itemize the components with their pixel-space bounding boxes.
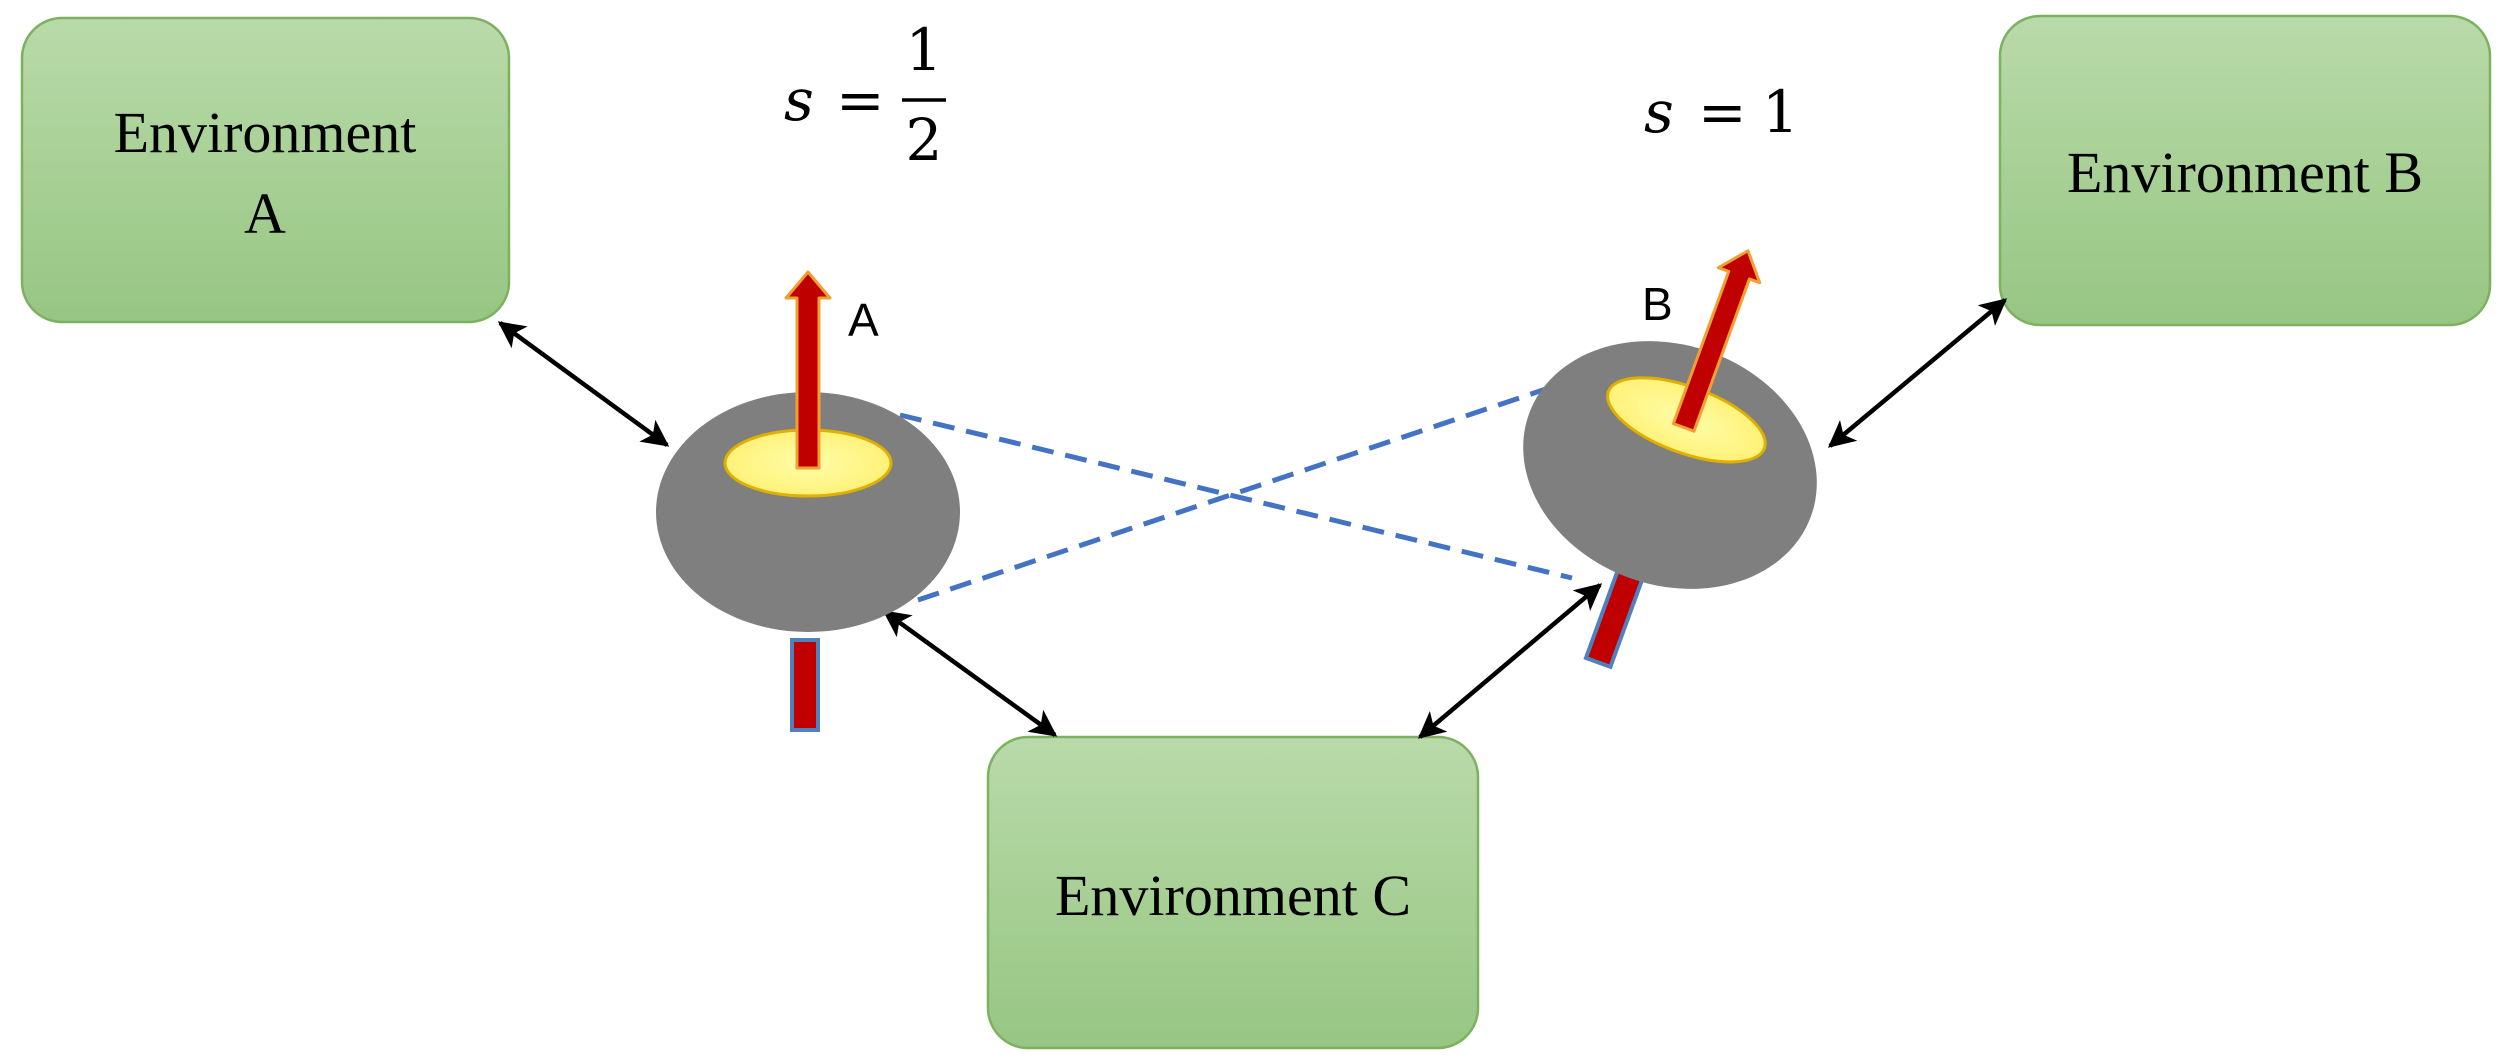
eq-right-var: s	[1644, 78, 1674, 146]
spin-b-arrow	[1671, 249, 1762, 433]
spin-a-arrow	[784, 270, 832, 470]
arrow-env-a-spin-a	[497, 321, 670, 447]
spin-equation-left: s = 1 2	[784, 16, 946, 174]
environment-a-box: Environment A	[20, 16, 511, 324]
arrow-spin-b-env-c	[1417, 583, 1603, 739]
environment-b-label: Environment B	[2067, 140, 2423, 205]
coupling-arrows	[497, 298, 2008, 739]
environment-b-box: Environment B	[1998, 14, 2492, 327]
entanglement-lines	[899, 382, 1573, 603]
spin-a: A	[656, 270, 960, 732]
environment-a-label-line2: A	[244, 181, 286, 246]
spin-b-body	[1523, 341, 1817, 589]
eq-left-numerator: 1	[906, 16, 943, 84]
environment-c-label: Environment C	[1055, 863, 1411, 928]
spin-a-label: A	[848, 294, 879, 346]
eq-left-var: s	[784, 66, 814, 134]
spin-b-label: B	[1642, 278, 1673, 330]
eq-right-equals: =	[1698, 78, 1747, 146]
spin-a-tail	[790, 638, 820, 732]
arrow-env-b-spin-b	[1827, 298, 2008, 448]
spin-equation-right: s = 1	[1644, 78, 1799, 146]
environment-c-box: Environment C	[986, 735, 1480, 1050]
arrow-spin-a-env-c	[882, 610, 1058, 737]
spin-b-tail	[1583, 566, 1646, 670]
eq-left-equals: =	[836, 66, 885, 134]
eq-right-value: 1	[1762, 78, 1799, 146]
eq-left-denominator: 2	[906, 106, 943, 174]
spin-b: B	[1523, 249, 1817, 670]
environment-a-label-line1: Environment	[114, 100, 417, 165]
